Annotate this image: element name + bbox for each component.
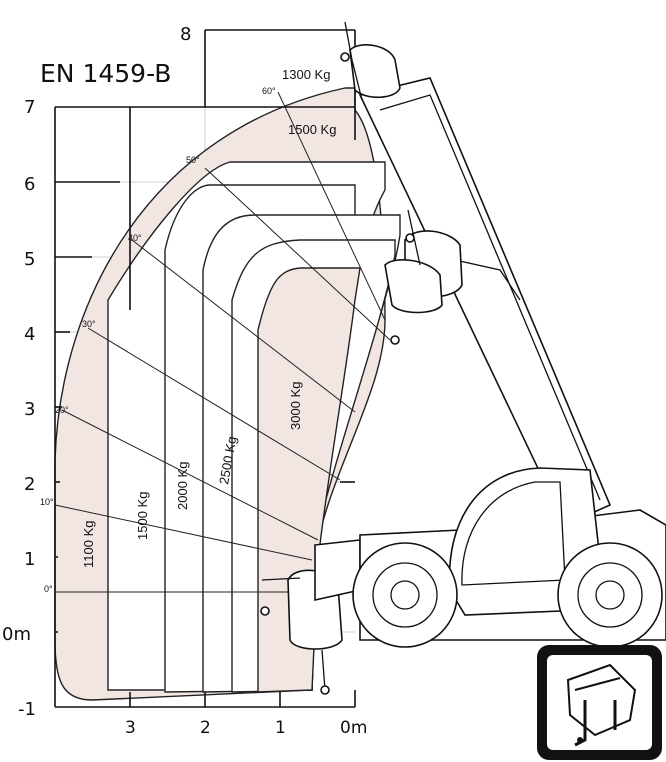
- angle-50: 50°: [186, 155, 200, 165]
- standard-title: EN 1459-B: [40, 59, 171, 88]
- load-label-1300: 1300 Kg: [282, 67, 330, 82]
- y-label-4: 4: [24, 324, 35, 345]
- boom-angle-labels: 60° 50° 40° 30° 20° 10° 0°: [40, 86, 276, 594]
- y-axis-labels: 8 7 6 5 4 3 2 1 0m -1: [2, 24, 191, 720]
- y-label-7: 7: [24, 97, 35, 118]
- telehandler-illustration: [260, 21, 666, 695]
- load-label-1500-top: 1500 Kg: [288, 122, 336, 137]
- fork-carriage-top: [349, 44, 401, 99]
- rear-wheel: [557, 542, 663, 648]
- boom-angle-rays: [54, 91, 391, 593]
- x-label-2: 2: [200, 718, 211, 738]
- y-label-1: 1: [24, 549, 35, 570]
- angle-0: 0°: [44, 584, 53, 594]
- load-label-1500: 1500 Kg: [135, 492, 150, 540]
- load-label-3000: 3000 Kg: [288, 382, 303, 430]
- angle-60: 60°: [262, 86, 276, 96]
- angle-10: 10°: [40, 497, 54, 507]
- angle-20: 20°: [55, 405, 69, 415]
- main-grid: [54, 29, 356, 708]
- front-wheel: [352, 542, 458, 648]
- angle-40: 40°: [128, 233, 142, 243]
- x-axis-labels: 3 2 1 0m: [125, 718, 367, 738]
- y-label-2: 2: [24, 474, 35, 495]
- load-label-1100: 1100 Kg: [81, 521, 96, 568]
- fork-carriage-icon: [537, 645, 662, 760]
- load-labels: 1300 Kg 1500 Kg 1100 Kg 1500 Kg 2000 Kg …: [81, 67, 336, 568]
- y-label-8: 8: [180, 24, 191, 45]
- x-label-1: 1: [275, 718, 286, 738]
- zone-inner: [257, 267, 361, 693]
- load-label-2000: 2000 Kg: [175, 462, 190, 510]
- y-label-6: 6: [24, 174, 35, 195]
- y-label-minus1: -1: [18, 699, 36, 720]
- x-label-0m: 0m: [340, 718, 367, 738]
- y-label-0m: 0m: [2, 624, 31, 645]
- y-label-3: 3: [24, 399, 35, 420]
- boom-outer: [358, 77, 612, 527]
- x-label-3: 3: [125, 718, 136, 738]
- y-label-5: 5: [24, 249, 35, 270]
- angle-30: 30°: [82, 319, 96, 329]
